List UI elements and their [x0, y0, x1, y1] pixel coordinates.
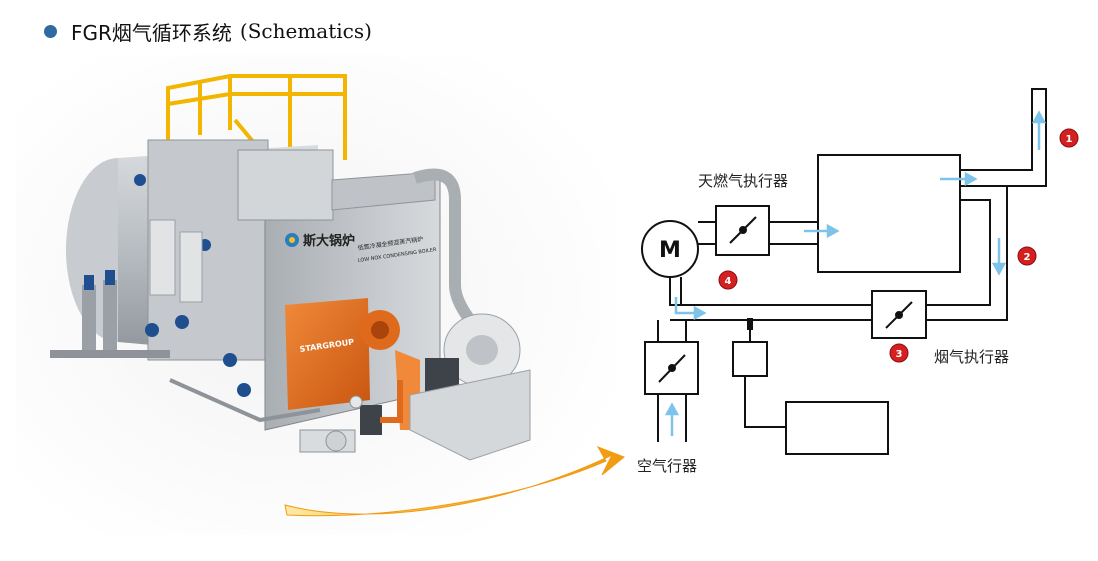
fgr-return-outer: [926, 185, 1008, 321]
flue-pipe-and-fan: [409, 168, 531, 461]
exhaust-stack: [960, 88, 1047, 187]
flow-arrow-boiler-out: [940, 171, 978, 187]
curved-flow-arrow: [284, 446, 625, 517]
gas-damper-symbol: [729, 216, 757, 244]
gas-actuator-box: [715, 205, 770, 256]
motor-gas-link: [698, 221, 716, 245]
sensor-line: [744, 376, 786, 428]
bullet-icon: [44, 24, 57, 38]
flow-arrow-stack: [1031, 110, 1047, 150]
marker-3: 3: [889, 343, 909, 363]
marker-1: 1: [1059, 128, 1079, 148]
gas-line: [769, 221, 818, 245]
sensor-probe-tip: [747, 318, 753, 330]
flue-actuator-box: [871, 290, 927, 339]
svg-text:1: 1: [1066, 134, 1073, 145]
flow-arrow-return: [991, 238, 1007, 276]
section-header: FGR烟气循环系统 (Schematics): [44, 16, 372, 46]
page-subtitle: (Schematics): [239, 19, 372, 43]
air-damper-symbol: [658, 354, 686, 383]
flue-actuator-label: 烟气执行器: [934, 348, 1010, 366]
sensor-box: [732, 341, 768, 377]
svg-text:3: 3: [896, 349, 903, 360]
svg-text:2: 2: [1024, 252, 1031, 263]
air-duct-bottom: [657, 394, 687, 442]
damper-link: [669, 277, 872, 321]
air-duct-top: [657, 320, 687, 342]
gas-train: [299, 380, 403, 453]
flow-arrow-gas: [804, 223, 840, 239]
gas-actuator-label: 天燃气执行器: [698, 172, 789, 190]
marker-4: 4: [718, 270, 738, 290]
fgr-return-inner: [926, 199, 991, 306]
air-actuator-box: [644, 341, 699, 395]
flue-damper-symbol: [885, 301, 913, 329]
air-actuator-label: 空气行器: [637, 457, 698, 475]
motor-label: M: [659, 238, 681, 263]
svg-text:4: 4: [725, 276, 732, 287]
controller-box: [785, 401, 889, 455]
flow-arrow-air: [664, 402, 680, 436]
logo-text: 斯大锅炉: [303, 233, 355, 249]
pump-assembly: [50, 174, 321, 423]
boiler-box: [817, 154, 961, 273]
page-title: FGR烟气循环系统: [71, 20, 232, 45]
flow-arrow-recirc: [674, 297, 707, 321]
marker-2: 2: [1017, 246, 1037, 266]
